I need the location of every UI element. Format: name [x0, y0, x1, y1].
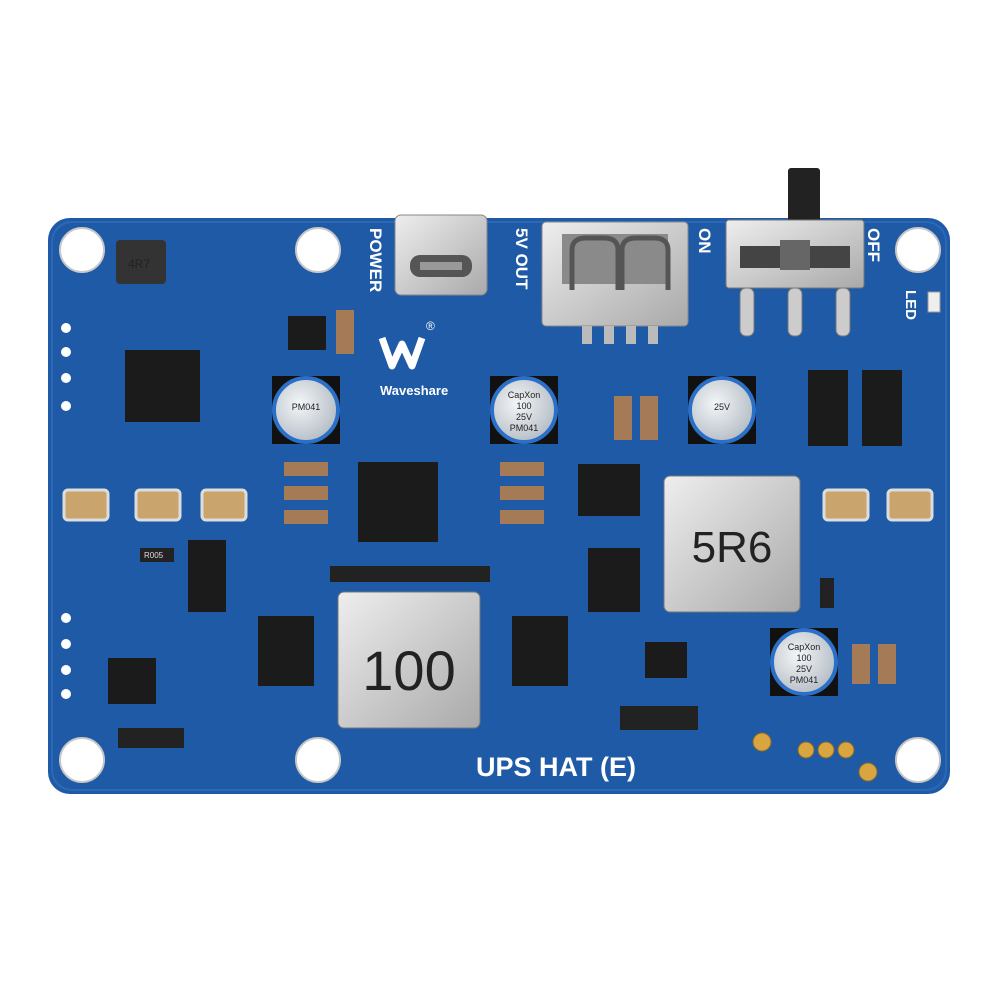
capacitors: PM041 CapXon 100 25V PM041 25V CapXon 10…: [272, 376, 838, 696]
svg-text:CapXon: CapXon: [788, 642, 821, 652]
svg-text:PM041: PM041: [292, 402, 321, 412]
svg-text:25V: 25V: [796, 664, 812, 674]
svg-text:PM041: PM041: [510, 423, 539, 433]
pcb: [48, 218, 950, 794]
ics: [108, 316, 902, 704]
inductor-small: 4R7: [116, 240, 166, 284]
svg-text:5R6: 5R6: [692, 523, 773, 572]
label-on: ON: [695, 228, 714, 254]
edge-pads: [61, 323, 71, 699]
pogo-pins: [752, 732, 878, 782]
board-title: UPS HAT (E): [476, 752, 636, 782]
svg-text:R005: R005: [144, 551, 164, 560]
svg-text:CapXon: CapXon: [508, 390, 541, 400]
label-off: OFF: [864, 228, 883, 262]
svg-text:100: 100: [796, 653, 811, 663]
label-5v-out: 5V OUT: [512, 228, 531, 290]
inductor-5r6: 5R6: [663, 475, 801, 613]
label-led: LED: [902, 290, 919, 320]
svg-text:25V: 25V: [714, 402, 730, 412]
mounting-holes: [59, 227, 941, 783]
passive-components: R005: [62, 310, 934, 748]
label-power: POWER: [366, 228, 385, 292]
svg-text:4R7: 4R7: [128, 257, 150, 271]
svg-text:®: ®: [426, 319, 435, 333]
brand-name: Waveshare: [380, 383, 448, 398]
svg-text:100: 100: [362, 639, 455, 702]
svg-text:25V: 25V: [516, 412, 532, 422]
waveshare-logo: ® Waveshare: [378, 319, 448, 398]
power-slide-switch: [725, 168, 865, 337]
usb-c-power-port: [394, 214, 488, 296]
led: [927, 291, 941, 313]
svg-text:PM041: PM041: [790, 675, 819, 685]
svg-text:100: 100: [516, 401, 531, 411]
usb-a-5v-out-port: [541, 221, 689, 344]
inductor-100: 100: [337, 591, 481, 729]
